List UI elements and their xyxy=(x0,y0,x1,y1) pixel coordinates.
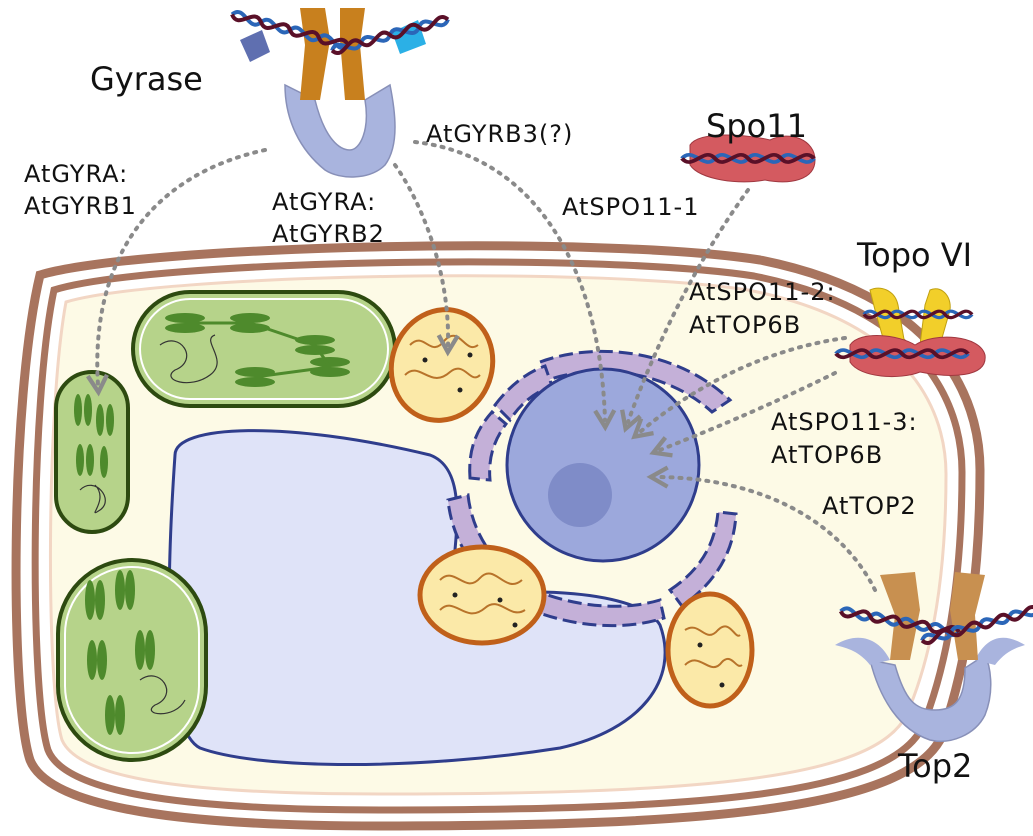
label-atspo11-3: AtSPO11-3: xyxy=(771,408,918,436)
gyrase-enzyme xyxy=(228,8,452,178)
labels: Gyrase Spo11 Topo VI Top2 AtGYRA: AtGYRB… xyxy=(24,60,972,785)
mitochondrion-middle xyxy=(417,544,547,646)
vacuole xyxy=(167,429,667,766)
chloroplast-top xyxy=(131,290,397,408)
label-atgyrb3: AtGYRB3(?) xyxy=(426,120,573,148)
plant-cell xyxy=(11,241,985,831)
arrows xyxy=(86,140,877,592)
label-attop6b-1: AtTOP6B xyxy=(689,311,801,339)
arrow-top2 xyxy=(646,465,877,592)
nucleus xyxy=(505,367,701,563)
chloroplast-bottom xyxy=(56,558,208,762)
chloroplast-left xyxy=(54,370,130,534)
arrow-spo11-3 xyxy=(649,371,837,458)
label-atgyrb2: AtGYRB2 xyxy=(272,220,385,248)
label-atspo11-1: AtSPO11-1 xyxy=(562,193,699,221)
nucleolus xyxy=(548,463,612,527)
arrow-spo11-1 xyxy=(620,188,750,433)
top2-enzyme xyxy=(835,572,1033,742)
topo6-enzyme xyxy=(836,287,986,378)
arrow-gyrb2 xyxy=(393,163,460,357)
label-atspo11-2: AtSPO11-2: xyxy=(689,278,836,306)
label-atgyra-1: AtGYRA: xyxy=(24,160,128,188)
spo11-enzyme xyxy=(682,134,815,183)
label-attop6b-2: AtTOP6B xyxy=(771,441,883,469)
label-top2: Top2 xyxy=(897,747,972,785)
label-atgyra-2: AtGYRA: xyxy=(272,188,376,216)
arrow-gyrb1 xyxy=(86,148,267,397)
label-atgyrb1: AtGYRB1 xyxy=(24,192,137,220)
label-spo11: Spo11 xyxy=(706,107,807,145)
label-gyrase: Gyrase xyxy=(90,60,203,98)
label-topo6: Topo VI xyxy=(856,236,972,274)
arrow-gyrb3 xyxy=(413,140,617,432)
mitochondrion-right xyxy=(665,591,755,709)
label-attop2: AtTOP2 xyxy=(822,492,917,520)
